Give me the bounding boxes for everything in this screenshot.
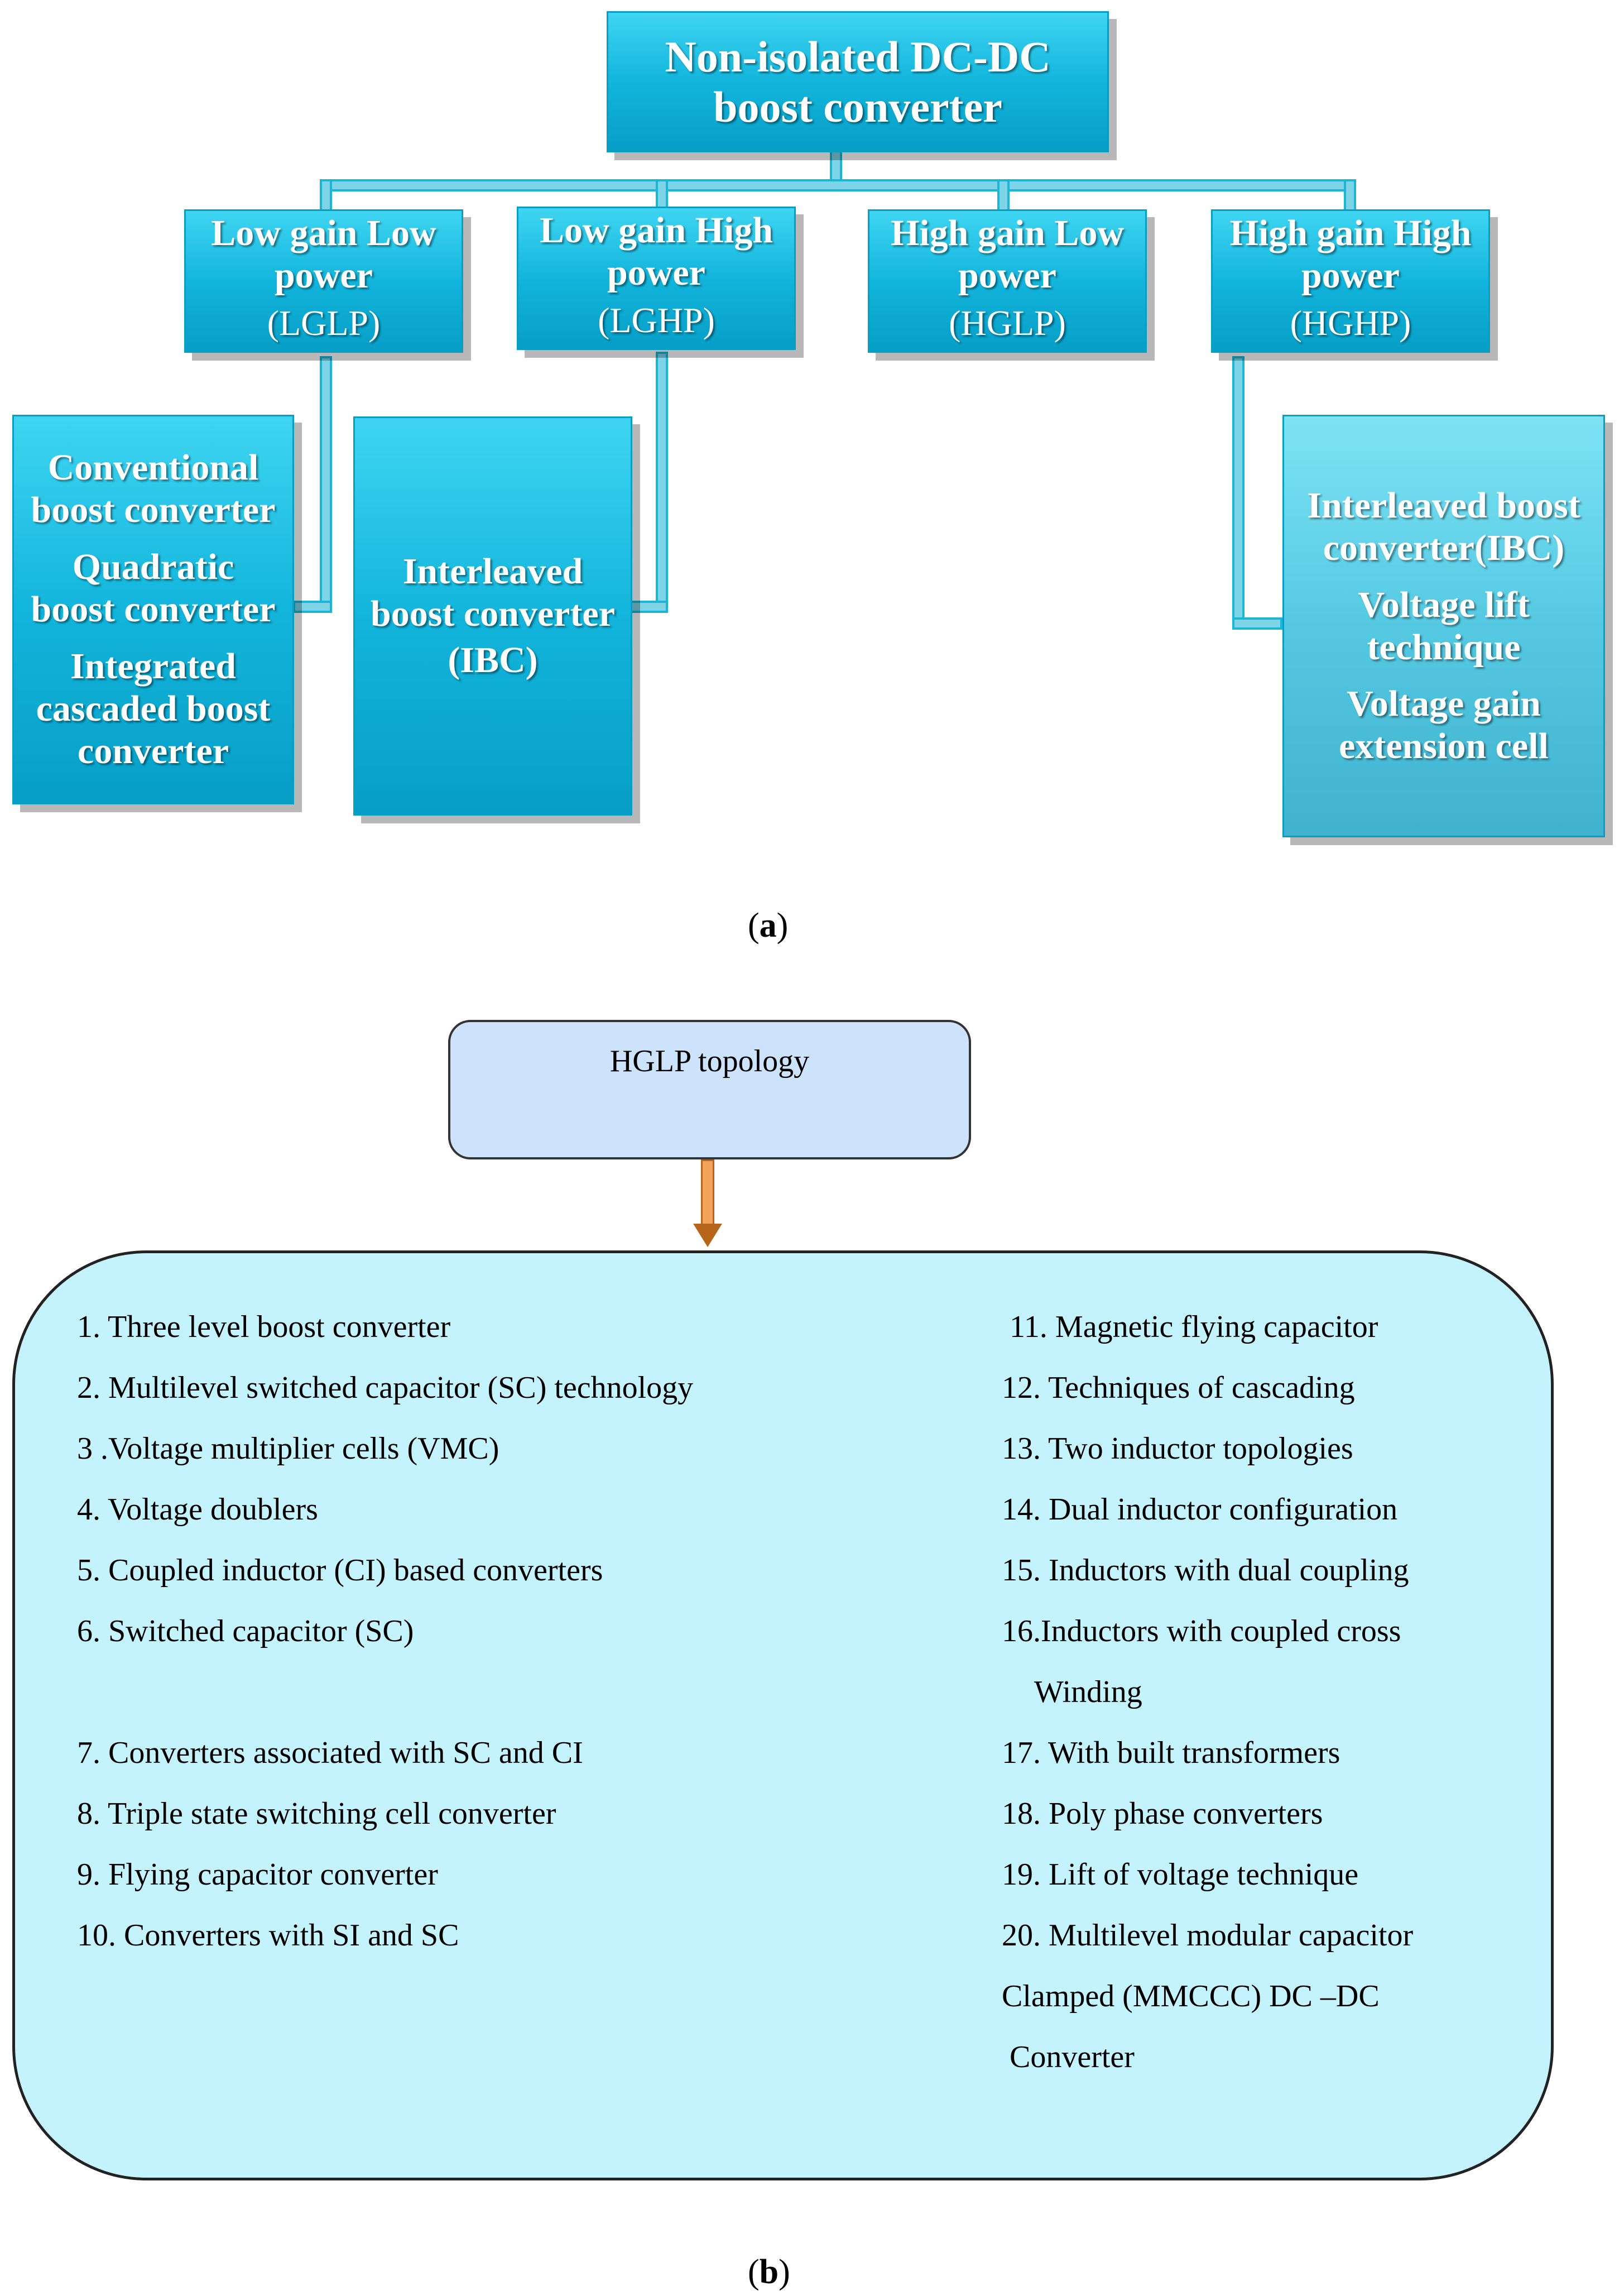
category-abbreviation: (LGHP) — [598, 300, 715, 340]
connector — [293, 601, 332, 613]
category-label: power — [958, 255, 1056, 296]
hglp-topology-box: HGLP topology — [448, 1020, 971, 1159]
topology-title: HGLP topology — [609, 1044, 810, 1079]
list-item: 4. Voltage doublers — [77, 1492, 318, 1527]
leaf-text: boost converter — [31, 589, 276, 630]
list-item: Clamped (MMCCC) DC –DC — [1002, 1979, 1380, 2014]
leaf-text: extension cell — [1339, 726, 1549, 767]
list-item: 14. Dual inductor configuration — [1002, 1492, 1398, 1527]
category-hghp: High gain High power (HGHP) — [1211, 209, 1490, 353]
leaf-hghp: Interleaved boost converter(IBC) Voltage… — [1282, 415, 1605, 837]
leaf-text: Integrated — [70, 645, 236, 687]
list-spacer — [77, 1662, 693, 1723]
caption-a: (a) — [748, 907, 789, 945]
caption-b: (b) — [748, 2253, 790, 2291]
leaf-text: (IBC) — [448, 640, 538, 681]
list-item: 2. Multilevel switched capacitor (SC) te… — [77, 1370, 694, 1405]
category-label: High gain Low — [890, 213, 1125, 253]
caption-letter: b — [759, 2253, 779, 2291]
list-item: 17. With built transformers — [1002, 1736, 1340, 1770]
arrow-head-icon — [693, 1224, 722, 1247]
connector — [320, 179, 1356, 191]
leaf-text: cascaded boost — [36, 688, 271, 729]
root-line: boost converter — [713, 82, 1002, 131]
category-hglp: High gain Low power (HGLP) — [868, 209, 1147, 353]
list-item: 20. Multilevel modular capacitor — [1002, 1918, 1414, 1953]
leaf-text: boost converter — [31, 490, 276, 531]
list-item: 1. Three level boost converter — [77, 1310, 451, 1344]
leaf-text: Interleaved boost — [1307, 485, 1580, 526]
list-item: Winding — [1034, 1675, 1142, 1709]
topology-list-left: 1. Three level boost converter 2. Multil… — [77, 1297, 693, 1966]
category-lglp: Low gain Low power (LGLP) — [184, 209, 463, 353]
list-item: 15. Inductors with dual coupling — [1002, 1553, 1409, 1588]
connector — [320, 179, 332, 213]
list-item: 18. Poly phase converters — [1002, 1796, 1323, 1831]
caption-letter: a — [759, 907, 777, 945]
list-item: 7. Converters associated with SC and CI — [77, 1736, 583, 1770]
root-node: Non-isolated DC-DC boost converter — [607, 11, 1109, 152]
category-abbreviation: (LGLP) — [267, 303, 381, 343]
list-item: 10. Converters with SI and SC — [77, 1918, 459, 1953]
leaf-text: boost converter — [370, 593, 616, 634]
category-label: power — [1301, 255, 1400, 296]
connector — [320, 356, 332, 611]
topology-list-box — [12, 1250, 1554, 2180]
list-item: 6. Switched capacitor (SC) — [77, 1614, 414, 1648]
connector — [997, 179, 1010, 213]
root-line: Non-isolated DC-DC — [665, 32, 1051, 81]
leaf-text: Interleaved — [402, 550, 583, 592]
leaf-text: technique — [1367, 626, 1521, 668]
topology-list-right: 11. Magnetic flying capacitor 12. Techni… — [1002, 1297, 1413, 2088]
category-label: Low gain High — [539, 210, 773, 251]
leaf-text: converter(IBC) — [1323, 527, 1565, 568]
connector — [656, 352, 668, 611]
category-abbreviation: (HGHP) — [1290, 303, 1411, 343]
category-label: Low gain Low — [211, 213, 436, 253]
leaf-text: Voltage lift — [1358, 584, 1530, 625]
list-item: 19. Lift of voltage technique — [1002, 1857, 1359, 1892]
leaf-lglp: Conventional boost converter Quadratic b… — [12, 415, 294, 804]
list-item: 3 .Voltage multiplier cells (VMC) — [77, 1431, 499, 1466]
category-label: power — [607, 252, 705, 293]
category-label: High gain High — [1229, 213, 1472, 253]
list-item: 11. Magnetic flying capacitor — [1010, 1310, 1378, 1344]
leaf-lghp: Interleaved boost converter (IBC) — [353, 416, 632, 816]
list-item: 13. Two inductor topologies — [1002, 1431, 1353, 1466]
leaf-text: Quadratic — [72, 547, 234, 588]
connector — [1232, 356, 1245, 628]
category-abbreviation: (HGLP) — [949, 303, 1066, 343]
list-item: 12. Techniques of cascading — [1002, 1370, 1355, 1405]
category-label: power — [275, 255, 373, 296]
down-arrow-icon — [701, 1159, 714, 1225]
connector — [1232, 617, 1282, 630]
list-item: 16.Inductors with coupled cross — [1002, 1614, 1401, 1648]
list-item: Converter — [1010, 2040, 1135, 2074]
leaf-text: Voltage gain — [1347, 683, 1541, 725]
list-item: 8. Triple state switching cell converter — [77, 1796, 556, 1831]
list-item: 9. Flying capacitor converter — [77, 1857, 438, 1892]
leaf-text: converter — [77, 730, 229, 771]
connector — [1344, 179, 1356, 213]
category-lghp: Low gain High power (LGHP) — [517, 207, 796, 350]
leaf-text: Conventional — [47, 447, 259, 488]
list-item: 5. Coupled inductor (CI) based converter… — [77, 1553, 603, 1588]
connector — [630, 601, 668, 613]
